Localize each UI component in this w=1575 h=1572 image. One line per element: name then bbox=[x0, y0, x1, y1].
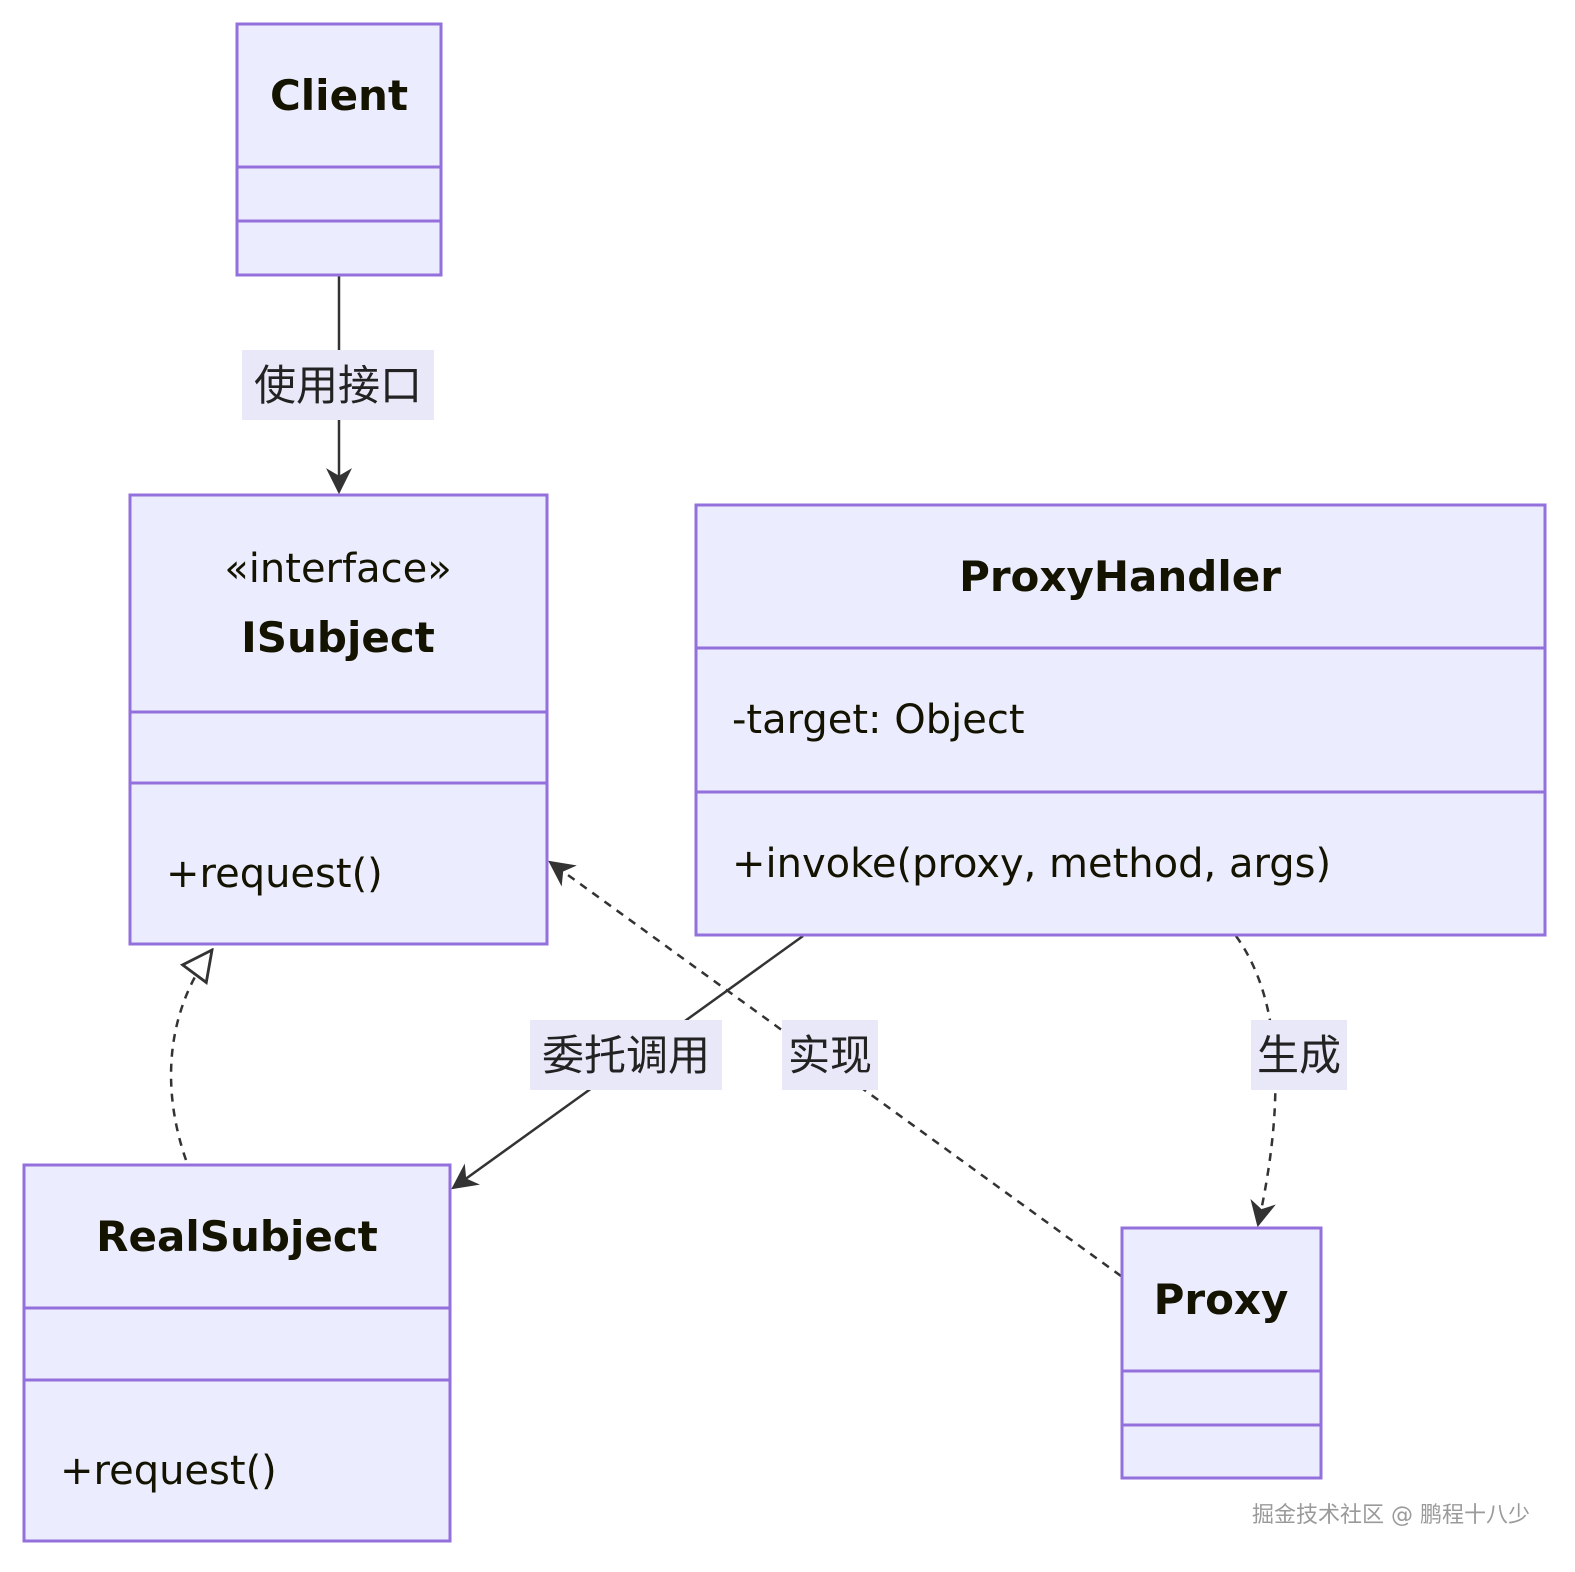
edge-label-implements: 实现 bbox=[782, 1020, 878, 1090]
class-client: Client bbox=[235, 22, 443, 277]
class-isubject-stereotype: «interface» bbox=[224, 546, 451, 592]
edge-label-implements-text: 实现 bbox=[788, 1031, 872, 1080]
class-proxy-handler-attribute: -target: Object bbox=[732, 697, 1025, 743]
edge-label-uses-text: 使用接口 bbox=[254, 361, 422, 410]
edge-label-generates-text: 生成 bbox=[1257, 1031, 1341, 1080]
class-proxy-name: Proxy bbox=[1154, 1275, 1289, 1324]
class-proxy-handler: ProxyHandler -target: Object +invoke(pro… bbox=[694, 503, 1547, 937]
class-proxy: Proxy bbox=[1120, 1226, 1323, 1480]
class-real-subject-name: RealSubject bbox=[96, 1212, 378, 1261]
class-isubject-name: ISubject bbox=[241, 613, 435, 662]
edge-real-realizes-isubject bbox=[169, 950, 212, 1161]
class-isubject-method: +request() bbox=[166, 851, 383, 897]
edge-label-generates: 生成 bbox=[1251, 1020, 1347, 1090]
class-real-subject: RealSubject +request() bbox=[22, 1163, 452, 1543]
class-proxy-handler-name: ProxyHandler bbox=[959, 552, 1281, 601]
class-proxy-handler-method: +invoke(proxy, method, args) bbox=[732, 841, 1331, 887]
edge-handler-generates-proxy bbox=[1234, 935, 1277, 1228]
edge-label-delegates-text: 委托调用 bbox=[542, 1031, 710, 1080]
class-real-subject-method: +request() bbox=[60, 1448, 277, 1494]
edge-label-delegates: 委托调用 bbox=[530, 1020, 722, 1090]
class-client-name: Client bbox=[270, 71, 408, 120]
watermark-text: 掘金技术社区 @ 鹏程十八少 bbox=[1252, 1503, 1530, 1528]
edge-label-uses: 使用接口 bbox=[242, 350, 434, 420]
class-isubject: «interface» ISubject +request() bbox=[128, 493, 549, 946]
